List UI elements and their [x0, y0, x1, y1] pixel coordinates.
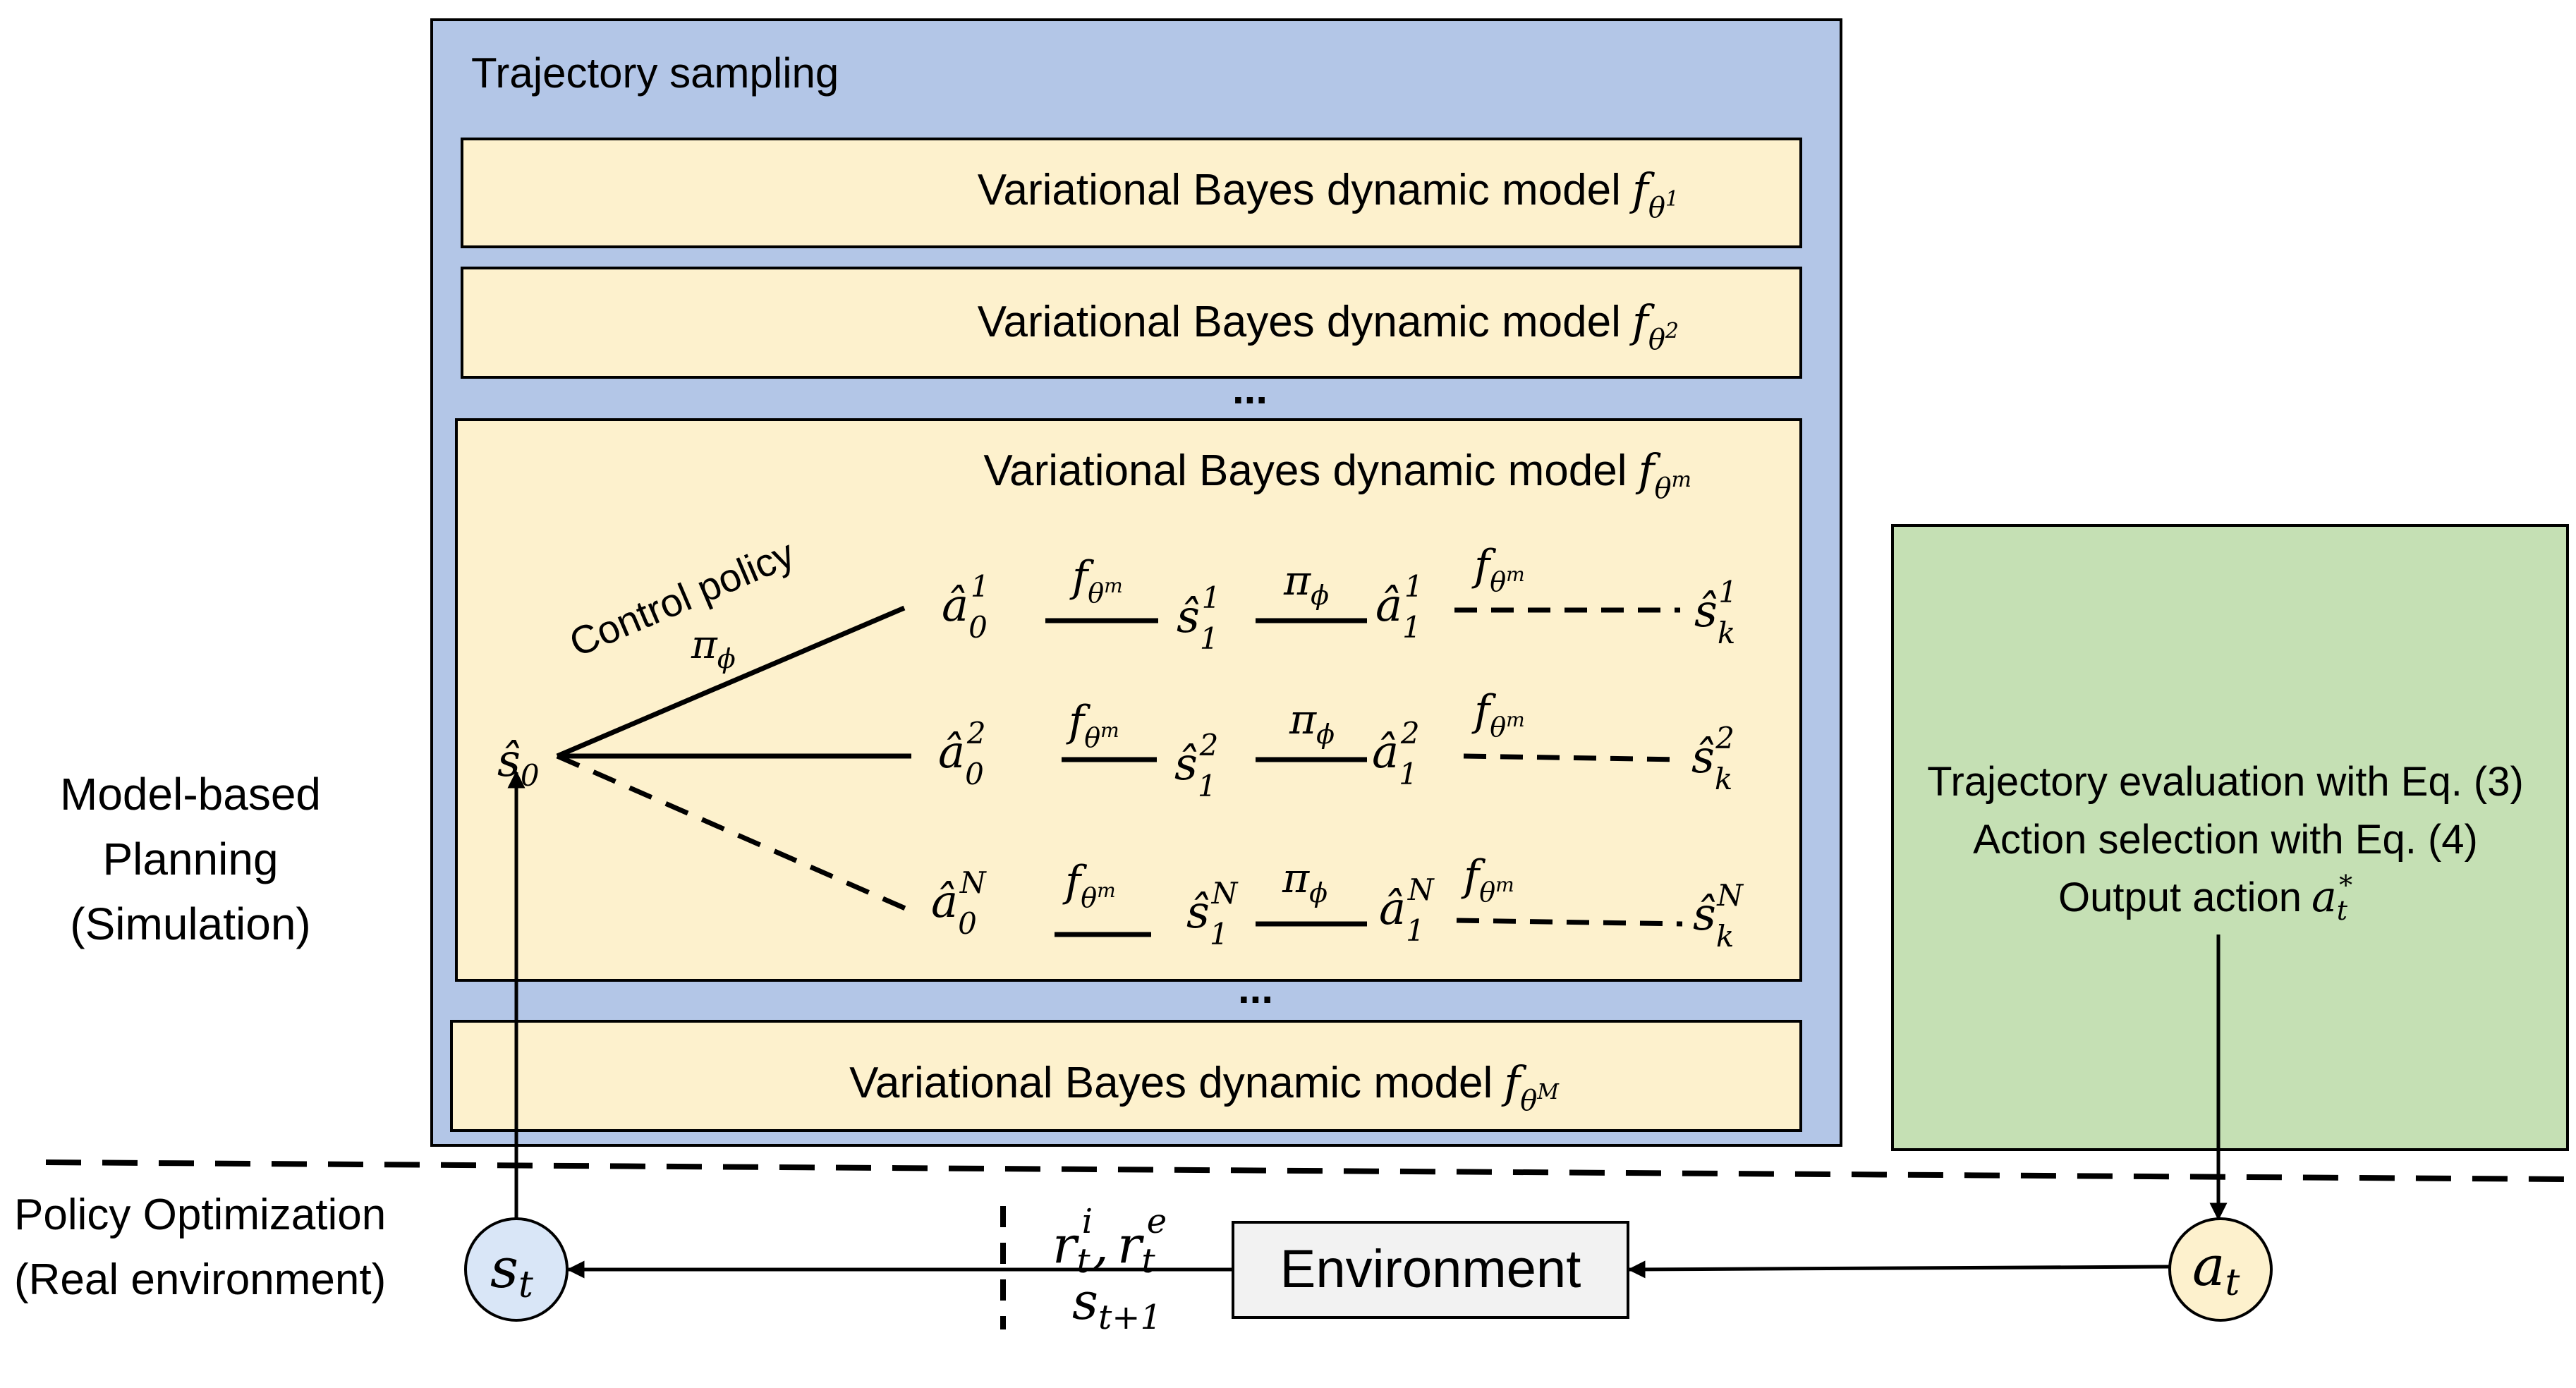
pi-2: πϕ [1289, 695, 1335, 750]
state-label: st [490, 1237, 533, 1306]
trajectory-row-n: â0N fθm ŝ1N πϕ â1N fθm ŝkN [931, 851, 1744, 954]
branch-line-n [556, 753, 910, 913]
a0-1: â01 [942, 569, 990, 645]
action-circle [2168, 1217, 2273, 1322]
a1-1: â11 [1375, 569, 1423, 645]
trajectory-row-1: â01 fθm ŝ11 πϕ â11 fθm ŝk1 [942, 541, 1737, 656]
model-box-2 [461, 267, 1802, 379]
model-box-1 [461, 138, 1802, 248]
evaluation-line-2: Action selection with Eq. (4) [1973, 817, 2478, 863]
trajectory-row-2: â02 fθm ŝ12 πϕ â12 fθm ŝk2 [938, 686, 1734, 803]
evaluation-line-1: Trajectory evaluation with Eq. (3) [1927, 759, 2524, 805]
a0-n: â0N [931, 865, 987, 941]
optimization-label-line-1: Policy Optimization [14, 1191, 386, 1239]
action-label: at [2192, 1235, 2240, 1304]
environment-label: Environment [1280, 1239, 1581, 1299]
branch-line-1 [556, 605, 906, 759]
pi-n: πϕ [1282, 854, 1328, 908]
ellipsis-lower: ... [1238, 965, 1273, 1012]
ellipsis-upper: ... [1232, 365, 1268, 413]
s1-2: ŝ12 [1174, 728, 1218, 803]
environment-box [1232, 1221, 1629, 1319]
s1-n: ŝ1N [1186, 876, 1239, 951]
a1-n: â1N [1379, 872, 1435, 948]
a1-2: â12 [1372, 716, 1420, 791]
edge-rown-c [1456, 918, 1683, 927]
f-2a: fθm [1066, 697, 1119, 753]
arrow-action-to-env [1627, 1260, 2172, 1279]
optimization-label-line-2: (Real environment) [14, 1255, 386, 1304]
sk-n: ŝkN [1693, 878, 1744, 954]
pi-1: πϕ [1283, 556, 1329, 611]
trajectory-sampling-title: Trajectory sampling [471, 49, 839, 97]
a0-2: â02 [938, 716, 986, 791]
planning-label-line-1: Model-based [60, 769, 321, 820]
s1-1: ŝ11 [1177, 580, 1220, 656]
next-state-label: st+1 [1072, 1272, 1162, 1337]
model-box-m [455, 418, 1802, 982]
evaluation-box [1891, 524, 2569, 1151]
control-policy-pi: πϕ [691, 622, 736, 674]
model-box-M [450, 1020, 1802, 1132]
sk-1: ŝk1 [1694, 575, 1737, 650]
planning-label-line-3: (Simulation) [70, 899, 310, 949]
sk-2: ŝk2 [1691, 721, 1734, 796]
reward-label: rti,rte [1052, 1202, 1167, 1281]
planning-label-line-2: Planning [102, 834, 278, 884]
separator-dashed-line [45, 1159, 2568, 1182]
